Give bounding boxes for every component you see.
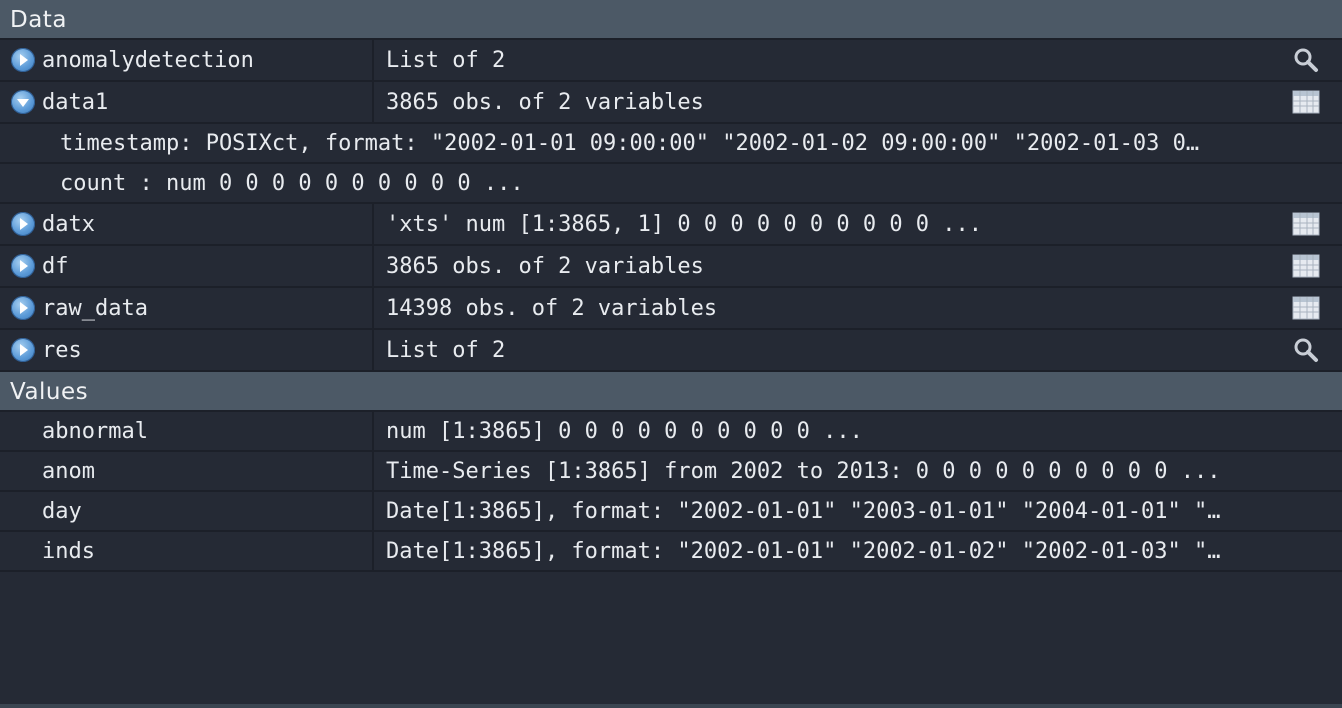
search-icon[interactable] <box>1292 47 1320 73</box>
variable-name: res <box>42 337 82 363</box>
expand-arrow-icon[interactable] <box>11 254 35 278</box>
expand-arrow-icon[interactable] <box>11 48 35 72</box>
pane-bottom-border <box>0 704 1342 708</box>
variable-value: 'xts' num [1:3865, 1] 0 0 0 0 0 0 0 0 0 … <box>386 211 983 237</box>
value-row-abnormal[interactable]: abnormal num [1:3865] 0 0 0 0 0 0 0 0 0 … <box>0 412 1342 452</box>
variable-name: day <box>42 498 82 524</box>
search-icon[interactable] <box>1292 337 1320 363</box>
data-section-header: Data <box>0 0 1342 40</box>
data-row-df[interactable]: df 3865 obs. of 2 variables <box>0 246 1342 288</box>
value-row-inds[interactable]: inds Date[1:3865], format: "2002-01-01" … <box>0 532 1342 572</box>
expand-arrow-icon[interactable] <box>11 338 35 362</box>
data-row-anomalydetection[interactable]: anomalydetection List of 2 <box>0 40 1342 82</box>
variable-value: 3865 obs. of 2 variables <box>386 89 704 115</box>
variable-value: Date[1:3865], format: "2002-01-01" "2002… <box>386 538 1221 564</box>
variable-name: df <box>42 253 69 279</box>
data1-field-count: count : num 0 0 0 0 0 0 0 0 0 0 ... <box>0 164 1342 204</box>
variable-name: anom <box>42 458 95 484</box>
variable-name: data1 <box>42 89 109 115</box>
variable-value: 3865 obs. of 2 variables <box>386 253 704 279</box>
variable-value: num [1:3865] 0 0 0 0 0 0 0 0 0 0 ... <box>386 418 863 444</box>
variable-name: datx <box>42 211 95 237</box>
data-row-res[interactable]: res List of 2 <box>0 330 1342 372</box>
variable-value: List of 2 <box>386 47 506 73</box>
variable-value: List of 2 <box>386 337 506 363</box>
variable-name: abnormal <box>42 418 148 444</box>
data1-field-timestamp: timestamp: POSIXct, format: "2002-01-01 … <box>0 124 1342 164</box>
table-icon[interactable] <box>1292 89 1320 115</box>
expand-arrow-icon[interactable] <box>11 296 35 320</box>
data-row-data1[interactable]: data1 3865 obs. of 2 variables <box>0 82 1342 124</box>
table-icon[interactable] <box>1292 295 1320 321</box>
table-icon[interactable] <box>1292 211 1320 237</box>
values-section-header: Values <box>0 372 1342 412</box>
variable-value: Date[1:3865], format: "2002-01-01" "2003… <box>386 498 1221 524</box>
data-row-raw-data[interactable]: raw_data 14398 obs. of 2 variables <box>0 288 1342 330</box>
variable-name: inds <box>42 538 95 564</box>
value-row-day[interactable]: day Date[1:3865], format: "2002-01-01" "… <box>0 492 1342 532</box>
variable-value: Time-Series [1:3865] from 2002 to 2013: … <box>386 458 1221 484</box>
variable-name: anomalydetection <box>42 47 254 73</box>
data-row-datx[interactable]: datx 'xts' num [1:3865, 1] 0 0 0 0 0 0 0… <box>0 204 1342 246</box>
variable-value: 14398 obs. of 2 variables <box>386 295 718 321</box>
collapse-arrow-icon[interactable] <box>11 90 35 114</box>
variable-name: raw_data <box>42 295 148 321</box>
expand-arrow-icon[interactable] <box>11 212 35 236</box>
value-row-anom[interactable]: anom Time-Series [1:3865] from 2002 to 2… <box>0 452 1342 492</box>
table-icon[interactable] <box>1292 253 1320 279</box>
